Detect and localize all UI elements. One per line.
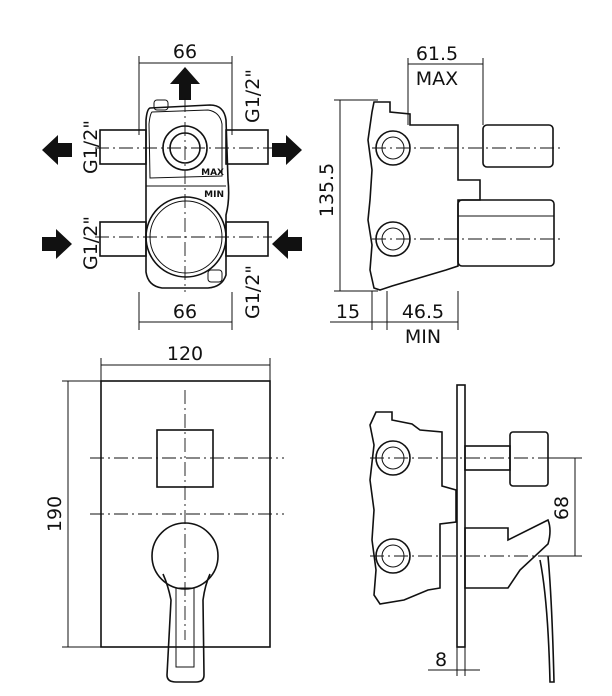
right-upper-pipe xyxy=(225,129,269,165)
dim-plate-thickness: 8 xyxy=(435,649,447,671)
thread-left-upper: G1/2" xyxy=(80,120,102,174)
assembled-body-outline xyxy=(369,411,457,605)
dim-plate-height: 190 xyxy=(44,496,66,532)
lever-handle xyxy=(162,573,211,683)
mount-ear xyxy=(207,269,223,283)
lever-handle-side xyxy=(539,555,555,683)
valve-body-front-view: 66 G1/2" G1/2" G1/2" xyxy=(42,41,302,330)
inlet-left-arrow-icon xyxy=(42,229,72,259)
inlet-right-arrow-icon xyxy=(272,229,302,259)
dim-width-top: 66 xyxy=(173,41,197,63)
valve-body-outline xyxy=(145,104,230,289)
mount-ear xyxy=(153,99,169,111)
cover-plate-front-view: 120 190 xyxy=(44,343,284,683)
max-mark: MAX xyxy=(201,168,224,178)
dim-depth-left: 15 xyxy=(336,301,360,323)
thread-left-lower: G1/2" xyxy=(80,216,102,270)
upper-outlet-spindle xyxy=(482,124,554,168)
dim-height: 135.5 xyxy=(316,163,338,217)
dim-width-bottom: 66 xyxy=(173,301,197,323)
lever-inlay xyxy=(175,587,195,668)
outlet-left-arrow-icon xyxy=(42,135,72,165)
dim-plate-width: 120 xyxy=(167,343,203,365)
thread-right-lower: G1/2" xyxy=(242,265,264,319)
left-lower-pipe xyxy=(99,221,147,257)
dim-offset: 68 xyxy=(551,496,573,520)
left-upper-pipe xyxy=(99,129,147,165)
assembled-plate xyxy=(456,384,466,648)
outlet-up-arrow-icon xyxy=(170,67,200,100)
dim-depth-min-value: 46.5 xyxy=(402,301,444,323)
diverter-knob-side xyxy=(509,431,549,487)
right-lower-pipe xyxy=(225,221,269,257)
dim-depth-max-value: 61.5 xyxy=(416,43,458,65)
outlet-right-arrow-icon xyxy=(272,135,302,165)
min-mark: MIN xyxy=(204,190,224,200)
lever-body-side xyxy=(464,518,551,589)
lower-cartridge-housing xyxy=(457,199,555,267)
assembled-side-view: 68 8 xyxy=(369,384,582,683)
valve-body-side-view: 61.5 MAX 135.5 15 46.5 MIN xyxy=(316,43,560,348)
side-body-outline xyxy=(367,101,481,291)
dim-depth-max-label: MAX xyxy=(416,68,458,90)
dim-depth-min-label: MIN xyxy=(405,326,441,348)
thread-right-upper: G1/2" xyxy=(242,69,264,123)
upper-chamber-outline xyxy=(148,109,223,179)
